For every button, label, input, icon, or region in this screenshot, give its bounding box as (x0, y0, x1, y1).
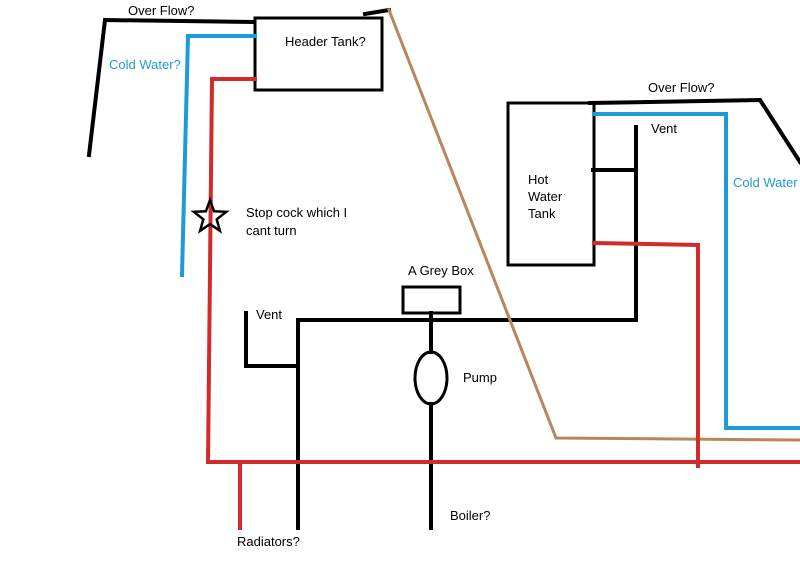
cold-water-label-right: Cold Water (733, 175, 798, 190)
overflow-pipe-right (587, 97, 800, 165)
hot-water-tank-label-line3: Tank (528, 206, 556, 221)
feed-pipe (387, 8, 800, 442)
header-tank-label: Header Tank? (285, 34, 366, 49)
hot-water-pipes (205, 77, 800, 530)
pump (413, 350, 449, 406)
vent-pipe-left (244, 311, 300, 368)
grey-box (401, 285, 462, 315)
overflow-label-left: Over Flow? (128, 3, 194, 18)
grey-box-label: A Grey Box (408, 263, 474, 278)
hot-water-tank-label-line2: Water (528, 189, 563, 204)
cold-water-pipe-right (592, 112, 800, 430)
radiators-label: Radiators? (237, 534, 300, 549)
header-tank (253, 16, 384, 92)
cold-water-label-left: Cold Water? (109, 57, 181, 72)
star-icon (190, 196, 230, 234)
vent-label-left: Vent (256, 307, 282, 322)
stop-cock-label-line1: Stop cock which I (246, 205, 347, 220)
hot-tank-flow-pipe (591, 240, 700, 468)
overflow-label-right: Over Flow? (648, 80, 714, 95)
pump-label: Pump (463, 370, 497, 385)
cold-water-pipe-left (179, 34, 257, 278)
black-pipes (86, 7, 800, 530)
boiler-label: Boiler? (450, 508, 490, 523)
hot-tank-vent-pipe (296, 125, 638, 530)
header-tank-vent-pipe (362, 7, 392, 17)
hot-water-tank (506, 101, 596, 267)
cold-water-pipes (179, 34, 800, 430)
vent-label-right: Vent (651, 121, 677, 136)
feed-pipe-line (387, 8, 800, 442)
hot-water-tank-label-line1: Hot (528, 172, 549, 187)
overflow-pipe-left (86, 17, 255, 158)
header-tank-feed-pipe (205, 77, 800, 464)
stop-cock-label-line2: cant turn (246, 223, 297, 238)
